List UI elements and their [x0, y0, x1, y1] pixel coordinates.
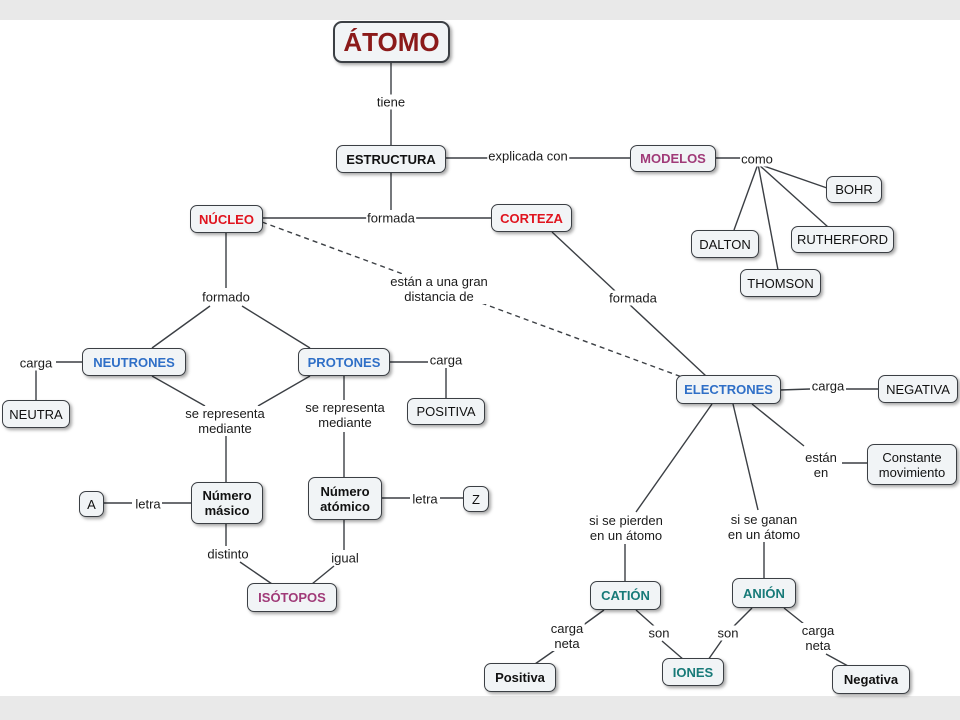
node-atomo[interactable]: ÁTOMO — [333, 21, 450, 63]
link-label-carga-neta-anion: carga neta — [800, 623, 836, 653]
link-label-igual: igual — [330, 550, 360, 566]
link-label-letra-a: letra — [134, 496, 162, 512]
link-label-formada-top: formada — [366, 210, 416, 226]
node-cation[interactable]: CATIÓN — [590, 581, 661, 610]
connector — [825, 653, 849, 667]
connector — [241, 305, 311, 349]
link-label-estan-en: están en — [804, 450, 838, 480]
connector — [757, 163, 828, 189]
link-label-como: como — [740, 151, 774, 167]
connector — [534, 649, 556, 665]
node-corteza[interactable]: CORTEZA — [491, 204, 572, 232]
node-electrones[interactable]: ELECTRONES — [676, 375, 781, 404]
connector — [733, 163, 759, 231]
link-label-carga-neutrones: carga — [18, 355, 54, 371]
node-dalton[interactable]: DALTON — [691, 230, 759, 258]
link-label-letra-z: letra — [411, 491, 439, 507]
node-negativa-upper[interactable]: NEGATIVA — [878, 375, 958, 403]
connector — [732, 403, 759, 511]
connector — [151, 305, 211, 349]
link-label-son-cation: son — [647, 625, 671, 641]
node-rutherford[interactable]: RUTHERFORD — [791, 226, 894, 253]
connector — [257, 375, 311, 407]
node-neutra[interactable]: NEUTRA — [2, 400, 70, 428]
connector — [581, 609, 605, 627]
link-label-carga-neta-cation: carga neta — [549, 621, 585, 651]
link-label-se-ganan: si se ganan en un átomo — [726, 512, 802, 542]
node-z[interactable]: Z — [463, 486, 489, 512]
node-nucleo[interactable]: NÚCLEO — [190, 205, 263, 233]
link-label-representa-protones: se representa mediante — [304, 400, 386, 430]
connector — [707, 639, 723, 661]
connector — [635, 403, 713, 513]
connector — [757, 163, 829, 228]
node-estructura[interactable]: ESTRUCTURA — [336, 145, 446, 173]
link-label-formado: formado — [201, 289, 251, 305]
node-protones[interactable]: PROTONES — [298, 348, 390, 376]
connector — [751, 403, 805, 447]
connector — [733, 607, 753, 627]
link-label-carga-electrones: carga — [810, 378, 846, 394]
link-label-representa-neutrones: se representa mediante — [184, 406, 266, 436]
node-constante-movimiento[interactable]: Constante movimiento — [867, 444, 957, 485]
link-label-se-pierden: si se pierden en un átomo — [588, 513, 664, 543]
node-numero-atomico[interactable]: Número atómico — [308, 477, 382, 520]
node-iones[interactable]: IONES — [662, 658, 724, 686]
node-negativa-lower[interactable]: Negativa — [832, 665, 910, 694]
link-label-formada-right: formada — [608, 290, 658, 306]
node-positiva-lower[interactable]: Positiva — [484, 663, 556, 692]
connector — [635, 609, 655, 627]
connector — [151, 375, 206, 407]
connector — [757, 163, 779, 271]
link-label-gran-distancia: están a una gran distancia de — [389, 274, 489, 304]
node-thomson[interactable]: THOMSON — [740, 269, 821, 297]
link-label-carga-protones: carga — [428, 352, 464, 368]
node-bohr[interactable]: BOHR — [826, 176, 882, 203]
node-anion[interactable]: ANIÓN — [732, 578, 796, 608]
connector — [783, 607, 805, 625]
link-label-explicada-con: explicada con — [487, 148, 569, 164]
connector — [779, 388, 811, 391]
node-isotopos[interactable]: ISÓTOPOS — [247, 583, 337, 612]
link-label-distinto: distinto — [206, 546, 250, 562]
connector — [661, 640, 685, 661]
node-numero-masico[interactable]: Número másico — [191, 482, 263, 524]
node-modelos[interactable]: MODELOS — [630, 145, 716, 172]
node-neutrones[interactable]: NEUTRONES — [82, 348, 186, 376]
node-positiva[interactable]: POSITIVA — [407, 398, 485, 425]
connector — [311, 565, 335, 585]
node-a[interactable]: A — [79, 491, 104, 517]
connector — [239, 561, 273, 585]
link-label-tiene: tiene — [375, 94, 407, 110]
link-label-son-anion: son — [716, 625, 740, 641]
